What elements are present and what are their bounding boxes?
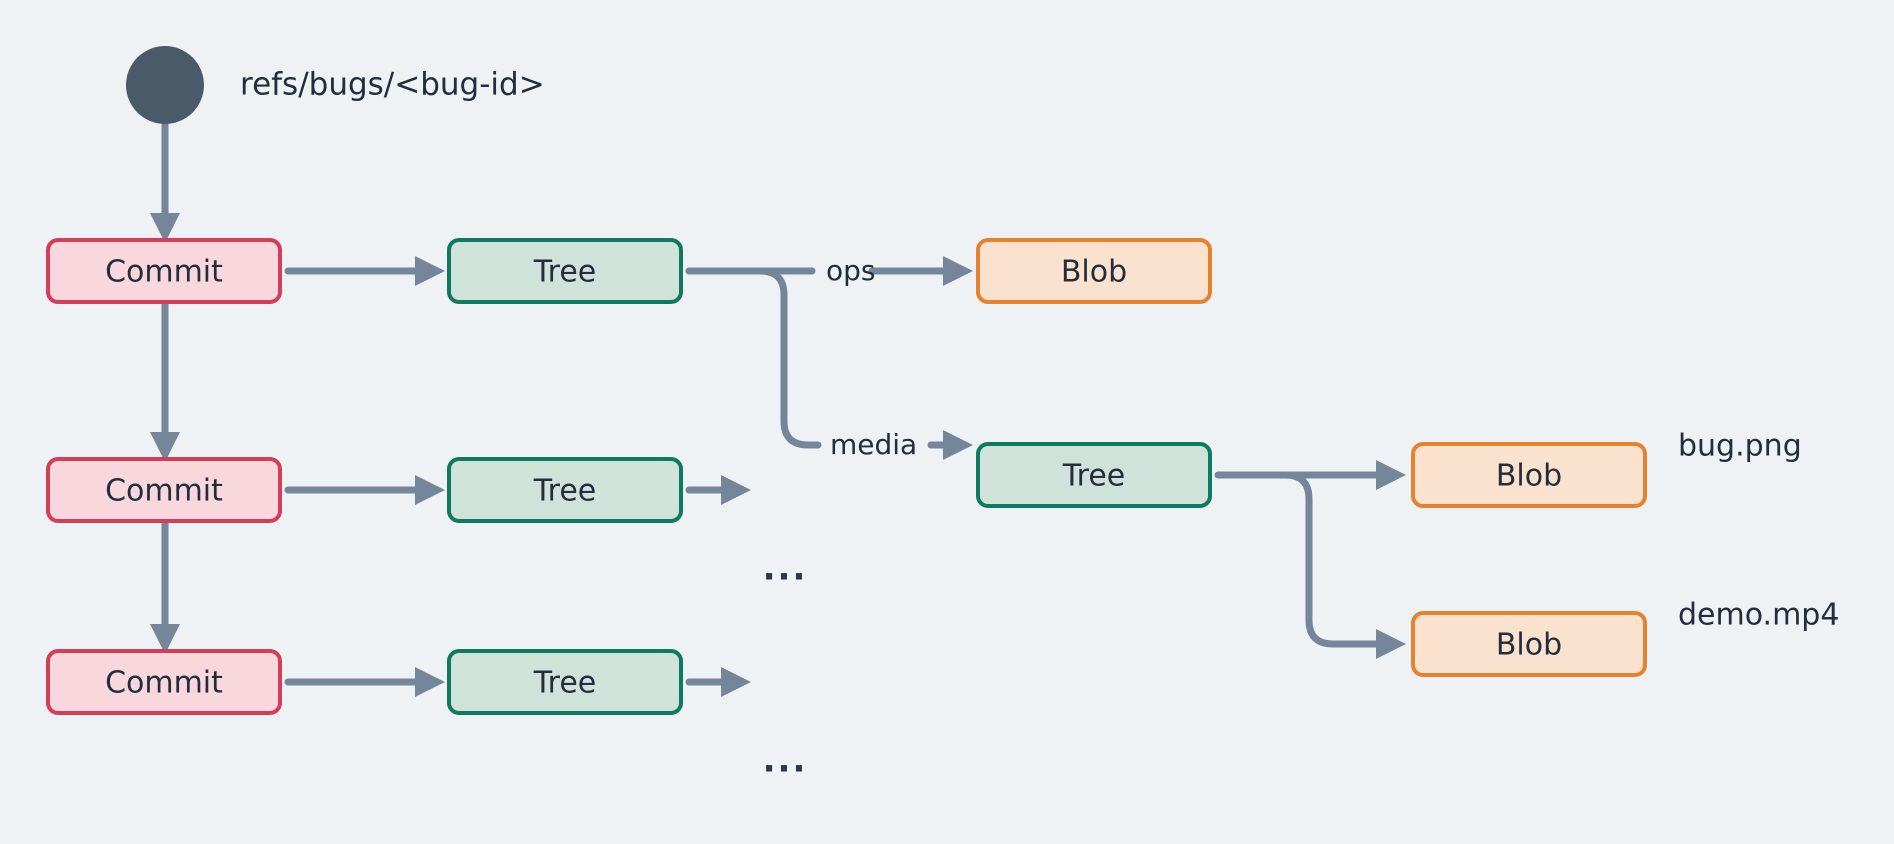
node-commit-3-label: Commit (105, 666, 223, 701)
edge-label-ops: ops (826, 254, 876, 287)
node-tree-1-label: Tree (533, 255, 597, 290)
node-blob-demo-mp4-label: Blob (1496, 628, 1562, 663)
node-commit-3[interactable]: Commit (46, 649, 282, 715)
node-tree-3-label: Tree (533, 666, 597, 701)
edge-commit1-to-commit2 (150, 298, 180, 462)
node-blob-ops-label: Blob (1061, 255, 1127, 290)
node-tree-3[interactable]: Tree (447, 649, 683, 715)
node-commit-1[interactable]: Commit (46, 238, 282, 304)
edge-tree2-to-ellipsis (685, 475, 751, 505)
file-label-demo-mp4: demo.mp4 (1678, 598, 1839, 633)
edge-tree1-fork (685, 267, 822, 449)
ellipsis-tree3: ... (763, 741, 808, 781)
node-tree-2-label: Tree (533, 474, 597, 509)
edge-treemedia-fork (1214, 460, 1406, 659)
node-commit-1-label: Commit (105, 255, 223, 290)
edge-tree3-to-ellipsis (685, 667, 751, 697)
node-blob-bug-png[interactable]: Blob (1411, 442, 1647, 508)
edge-commit3-to-tree3 (284, 667, 445, 697)
edge-ref-to-commit1 (150, 108, 180, 243)
node-commit-2[interactable]: Commit (46, 457, 282, 523)
node-tree-2[interactable]: Tree (447, 457, 683, 523)
edge-commit2-to-tree2 (284, 475, 445, 505)
edge-media-to-tree (927, 430, 973, 460)
edge-commit2-to-commit3 (150, 517, 180, 654)
node-commit-2-label: Commit (105, 474, 223, 509)
node-tree-1[interactable]: Tree (447, 238, 683, 304)
node-tree-media[interactable]: Tree (976, 442, 1212, 508)
ref-label: refs/bugs/<bug-id> (240, 67, 545, 103)
ellipsis-tree2: ... (763, 549, 808, 589)
edge-label-media: media (830, 428, 917, 461)
edge-ops-to-blob (868, 256, 973, 286)
node-blob-ops[interactable]: Blob (976, 238, 1212, 304)
node-blob-demo-mp4[interactable]: Blob (1411, 611, 1647, 677)
node-tree-media-label: Tree (1062, 459, 1126, 494)
edge-commit1-to-tree1 (284, 256, 445, 286)
file-label-bug-png: bug.png (1678, 429, 1802, 464)
branch-ref-node[interactable] (126, 46, 204, 124)
node-blob-bug-png-label: Blob (1496, 459, 1562, 494)
